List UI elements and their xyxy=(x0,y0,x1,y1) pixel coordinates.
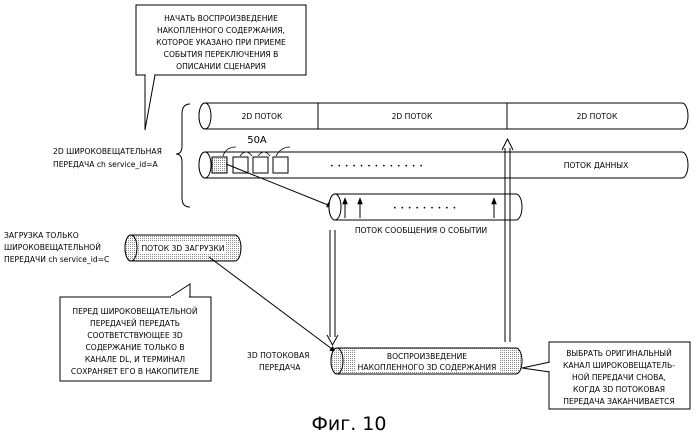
callout-top-line-3: КОТОРОЕ УКАЗАНО ПРИ ПРИЕМЕ xyxy=(156,38,286,47)
callout-right-line-5: ПЕРЕДАЧА ЗАКАНЧИВАЕТСЯ xyxy=(563,397,675,406)
broadcast-label-line-2: ПЕРЕДАЧА ch service_id=A xyxy=(53,160,159,169)
download-stream-tube: ПОТОК 3D ЗАГРУЗКИ xyxy=(125,235,241,261)
callout-left-line-1: ПЕРЕД ШИРОКОВЕЩАТЕЛЬНОЙ xyxy=(72,307,197,316)
data-stream-dots: • • • • • • • • • • • • • xyxy=(330,163,424,170)
broadcast-label-line-1: 2D ШИРОКОВЕЩАТЕЛЬНАЯ xyxy=(53,147,162,156)
event-stream-label: ПОТОК СООБЩЕНИЯ О СОБЫТИИ xyxy=(355,226,487,235)
data-block-1 xyxy=(212,157,227,173)
callout-right-line-1: ВЫБРАТЬ ОРИГИНАЛЬНЫЙ xyxy=(566,349,672,358)
playback-label-line-2: НАКОПЛЕННОГО 3D СОДЕРЖАНИЯ xyxy=(358,363,497,372)
callout-switch-back: ВЫБРАТЬ ОРИГИНАЛЬНЫЙ КАНАЛ ШИРОКОВЕЩАТЕЛ… xyxy=(522,342,690,409)
download-label-line-3: ПЕРЕДАЧИ ch service_id=C xyxy=(4,255,109,264)
callout-top-line-2: НАКОПЛЕННОГО СОДЕРЖАНИЯ, xyxy=(157,26,285,35)
callout-right-line-3: НОЙ ПЕРЕДАЧИ СНОВА, xyxy=(572,373,666,382)
group-brace xyxy=(176,104,190,207)
event-stream-tube: • • • • • • • • • xyxy=(329,194,522,220)
callout-top-line-1: НАЧАТЬ ВОСПРОИЗВЕДЕНИЕ xyxy=(164,14,278,23)
download-label-line-1: ЗАГРУЗКА ТОЛЬКО xyxy=(4,231,79,240)
callout-top-line-5: ОПИСАНИИ СЦЕНАРИЯ xyxy=(176,62,266,71)
callout-right-line-4: КОГДА 3D ПОТОКОВАЯ xyxy=(573,385,665,394)
stream-2d-tube: 2D ПОТОК 2D ПОТОК 2D ПОТОК xyxy=(199,103,688,129)
data-block-2 xyxy=(233,157,248,173)
callout-left-line-4: СОДЕРЖАНИЕ ТОЛЬКО В xyxy=(85,343,184,352)
stream-2d-label-1: 2D ПОТОК xyxy=(242,112,283,121)
callout-left-line-6: СОХРАНЯЕТ ЕГО В НАКОПИТЕЛЕ xyxy=(71,367,199,376)
data-block-3 xyxy=(253,157,268,173)
stream-2d-label-3: 2D ПОТОК xyxy=(577,112,618,121)
stream3d-label-line-1: 3D ПОТОКОВАЯ xyxy=(247,351,309,360)
event-stream-dots: • • • • • • • • • xyxy=(393,205,457,212)
callout-left-line-3: СООТВЕТСТВУЮЩЕЕ 3D xyxy=(87,331,183,340)
switch-down-arrow xyxy=(327,230,338,345)
stream-2d-label-2: 2D ПОТОК xyxy=(392,112,433,121)
figure-caption: Фиг. 10 xyxy=(312,413,387,435)
callout-left-line-2: ПЕРЕДАЧЕЙ ПЕРЕДАТЬ xyxy=(90,319,180,328)
callout-right-line-2: КАНАЛ ШИРОКОВЕЩАТЕЛЬ- xyxy=(563,361,675,370)
download-stream-label: ПОТОК 3D ЗАГРУЗКИ xyxy=(141,244,224,253)
callout-left-line-5: КАНАЛЕ DL, И ТЕРМИНАЛ xyxy=(85,355,185,364)
callout-download-note: ПЕРЕД ШИРОКОВЕЩАТЕЛЬНОЙ ПЕРЕДАЧЕЙ ПЕРЕДА… xyxy=(60,284,211,381)
arrow-download-to-playback xyxy=(209,257,336,352)
data-block-4 xyxy=(273,157,288,173)
block-label: 50A xyxy=(247,135,267,146)
stream3d-label-line-2: ПЕРЕДАЧА xyxy=(259,363,301,372)
data-stream-label: ПОТОК ДАННЫХ xyxy=(564,161,629,170)
download-label-line-2: ШИРОКОВЕЩАТЕЛЬНОЙ xyxy=(4,243,101,252)
playback-tube: ВОСПРОИЗВЕДЕНИЕ НАКОПЛЕННОГО 3D СОДЕРЖАН… xyxy=(331,348,522,374)
playback-label-line-1: ВОСПРОИЗВЕДЕНИЕ xyxy=(387,352,467,361)
callout-top-line-4: СОБЫТИЯ ПЕРЕКЛЮЧЕНИЯ В xyxy=(164,50,279,59)
data-stream-tube: • • • • • • • • • • • • • ПОТОК ДАННЫХ xyxy=(199,152,688,178)
